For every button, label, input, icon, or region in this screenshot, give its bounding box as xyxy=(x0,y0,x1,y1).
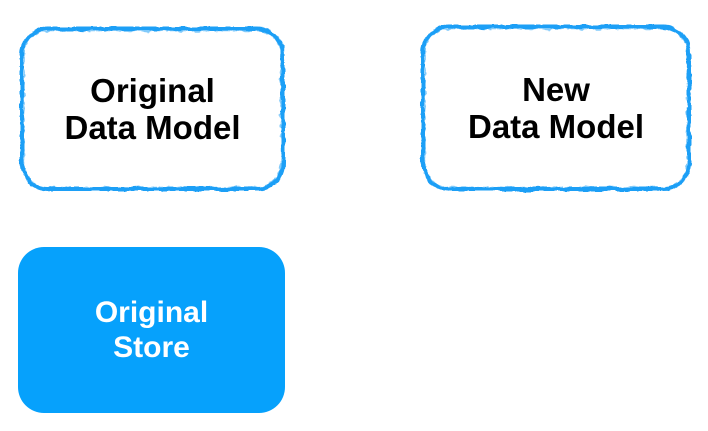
shape-label-line2: Store xyxy=(113,331,190,364)
shape-label: New Data Model xyxy=(468,71,644,145)
shape-new-data-model[interactable]: New Data Model xyxy=(419,23,693,193)
shape-label-line1: Original xyxy=(90,72,215,109)
shape-label-line1: Original xyxy=(94,296,209,329)
shape-label: Original Data Model xyxy=(64,72,240,146)
shape-original-store[interactable]: Original Store xyxy=(18,247,285,413)
shape-original-data-model[interactable]: Original Data Model xyxy=(18,25,287,193)
shape-label-line2: Data Model xyxy=(64,109,241,146)
shape-label-line1: New xyxy=(522,71,590,108)
shape-label-line2: Data Model xyxy=(467,108,645,145)
shape-label: Original Store xyxy=(95,295,208,365)
